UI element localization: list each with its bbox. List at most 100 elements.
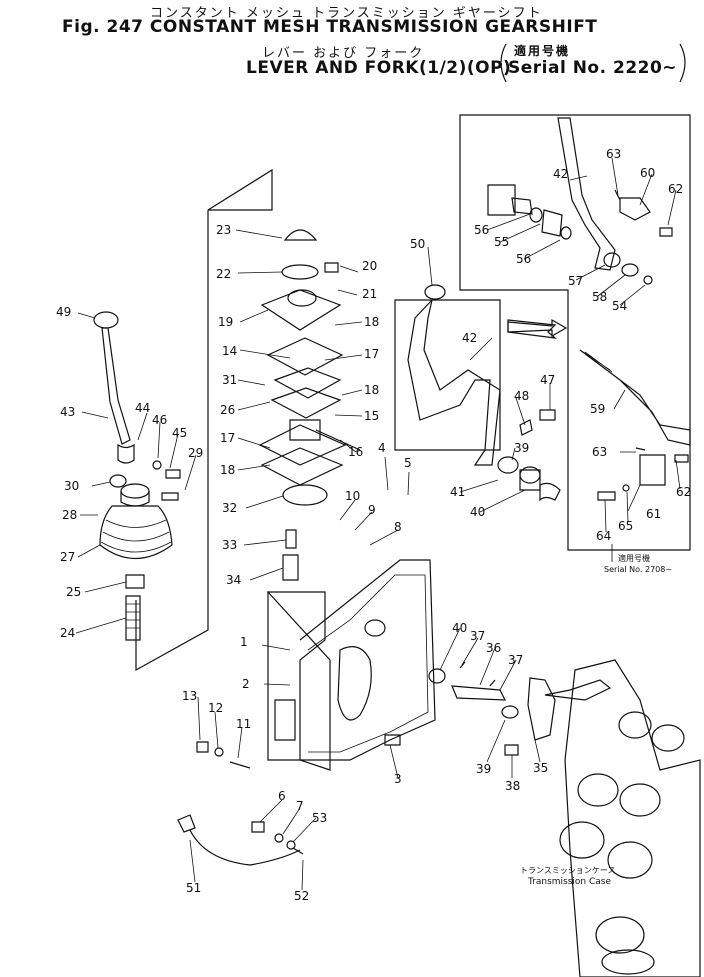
callout-39b: 39 [476, 762, 491, 776]
callout-55: 55 [494, 235, 509, 249]
callout-62b: 62 [676, 485, 691, 499]
callout-28: 28 [62, 508, 77, 522]
callout-53: 53 [312, 811, 327, 825]
case-label-jp: トランスミッションケース [520, 866, 615, 875]
title-japanese-line-2: レバー および フォーク [262, 46, 425, 61]
callout-23: 23 [216, 223, 231, 237]
inset-frame [459, 114, 691, 551]
callout-16: 16 [348, 445, 363, 459]
figure-subtitle: LEVER AND FORK(1/2)(OP) [246, 58, 512, 78]
callout-29: 29 [188, 446, 203, 460]
transmission-housing [266, 559, 436, 771]
callout-39a: 39 [514, 441, 529, 455]
callout-56a: 56 [474, 223, 489, 237]
callout-20: 20 [362, 259, 377, 273]
callout-5: 5 [404, 456, 412, 470]
callout-18c: 18 [220, 463, 235, 477]
callout-30: 30 [64, 479, 79, 493]
callout-45: 45 [172, 426, 187, 440]
callout-2: 2 [242, 677, 250, 691]
callout-3: 3 [394, 772, 402, 786]
callout-22: 22 [216, 267, 231, 281]
callout-42a: 42 [462, 331, 477, 345]
callout-49: 49 [56, 305, 71, 319]
callout-17b: 17 [220, 431, 235, 445]
callout-63b: 63 [592, 445, 607, 459]
callout-19: 19 [218, 315, 233, 329]
callout-44: 44 [135, 401, 150, 415]
callout-11: 11 [236, 717, 251, 731]
callout-6: 6 [278, 789, 286, 803]
callout-labels: 1 2 3 4 5 6 7 8 9 10 11 12 13 14 15 16 1… [56, 147, 691, 903]
callout-37a: 37 [470, 629, 485, 643]
serial-japanese: 適用号機 [514, 44, 571, 58]
title-japanese-line-1: コンスタント メッシュ トランスミッション ギヤーシフト [150, 6, 543, 21]
lever-subgroup-frame [394, 299, 501, 451]
callout-46: 46 [152, 413, 167, 427]
callout-10: 10 [345, 489, 360, 503]
callout-36: 36 [486, 641, 501, 655]
callout-15: 15 [364, 409, 379, 423]
callout-27: 27 [60, 550, 75, 564]
callout-61: 61 [646, 507, 661, 521]
callout-17a: 17 [364, 347, 379, 361]
callout-43: 43 [60, 405, 75, 419]
callout-21: 21 [362, 287, 377, 301]
callout-51: 51 [186, 881, 201, 895]
direction-arrow-icon [507, 318, 568, 338]
callout-12: 12 [208, 701, 223, 715]
callout-35: 35 [533, 761, 548, 775]
inset-serial-jp: 適用号機 [618, 553, 650, 563]
callout-18b: 18 [364, 383, 379, 397]
callout-56b: 56 [516, 252, 531, 266]
callout-26: 26 [220, 403, 235, 417]
lever-group-frame [207, 168, 273, 560]
figure-title: Fig. 247 CONSTANT MESH TRANSMISSION GEAR… [62, 17, 598, 37]
leader-lines [75, 157, 681, 891]
callout-58: 58 [592, 290, 607, 304]
fork-and-case [428, 659, 701, 977]
inset-serial-en: Serial No. 2708~ [604, 565, 672, 574]
callout-48: 48 [514, 389, 529, 403]
callout-31: 31 [222, 373, 237, 387]
callout-1: 1 [240, 635, 248, 649]
callout-50: 50 [410, 237, 425, 251]
callout-57: 57 [568, 274, 583, 288]
callout-24: 24 [60, 626, 75, 640]
callout-52: 52 [294, 889, 309, 903]
callout-40b: 40 [452, 621, 467, 635]
callout-60: 60 [640, 166, 655, 180]
callout-33: 33 [222, 538, 237, 552]
callout-63a: 63 [606, 147, 621, 161]
callout-40a: 40 [470, 505, 485, 519]
callout-65: 65 [618, 519, 633, 533]
callout-42b: 42 [553, 167, 568, 181]
callout-34: 34 [226, 573, 241, 587]
center-stack-parts [258, 229, 361, 581]
lower-left-parts [177, 741, 304, 866]
serial-bracket-right [679, 43, 686, 83]
callout-62a: 62 [668, 182, 683, 196]
callout-25: 25 [66, 585, 81, 599]
callout-9: 9 [368, 503, 376, 517]
shift-lever-assembly [93, 311, 181, 641]
callout-64: 64 [596, 529, 611, 543]
callout-4: 4 [378, 441, 386, 455]
lever-left-frame [135, 560, 209, 672]
callout-38: 38 [505, 779, 520, 793]
callout-54: 54 [612, 299, 627, 313]
callout-37b: 37 [508, 653, 523, 667]
callout-14: 14 [222, 344, 237, 358]
callout-47: 47 [540, 373, 555, 387]
center-shift-lever [407, 284, 561, 502]
serial-number: Serial No. 2220~ [508, 58, 678, 78]
callout-18a: 18 [364, 315, 379, 329]
callout-8: 8 [394, 520, 402, 534]
callout-41: 41 [450, 485, 465, 499]
callout-32: 32 [222, 501, 237, 515]
callout-13: 13 [182, 689, 197, 703]
inset-lever-parts [487, 117, 691, 501]
callout-7: 7 [296, 799, 304, 813]
serial-bracket-left [500, 43, 507, 83]
